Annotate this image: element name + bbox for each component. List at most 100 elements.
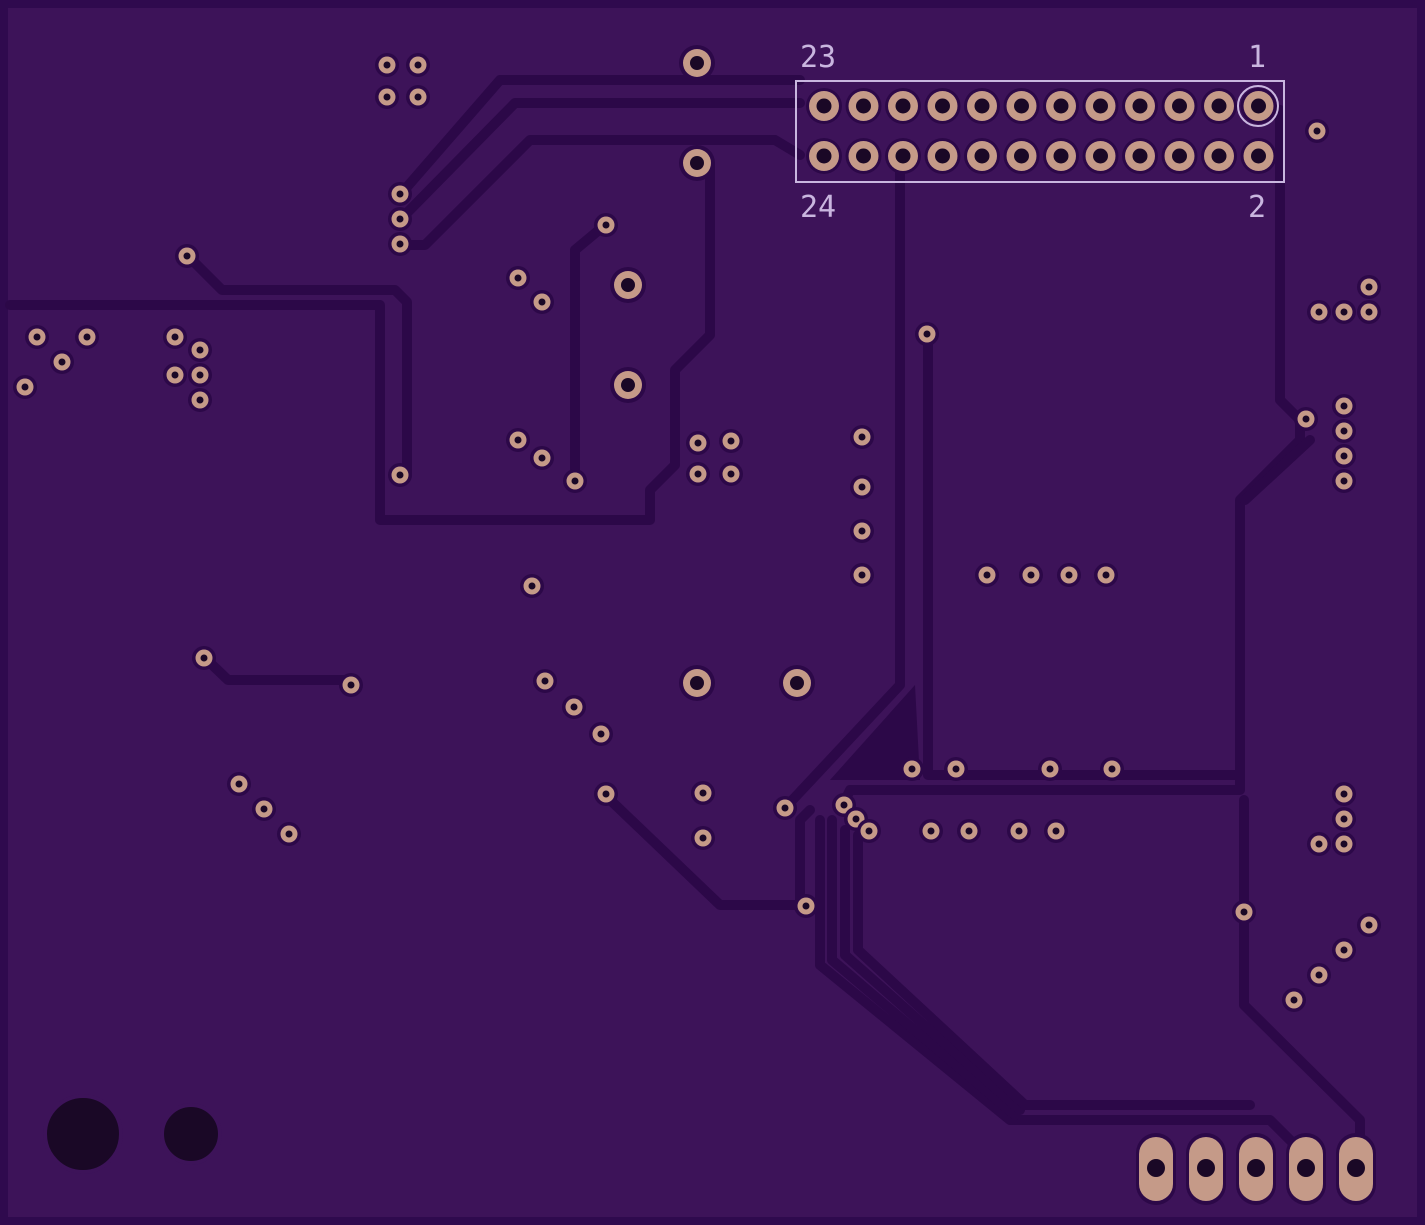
trace: [838, 100, 1305, 810]
via-hole: [1046, 765, 1054, 773]
connector-pad-group: [1136, 1133, 1376, 1205]
header-label-2: 2: [1248, 190, 1266, 225]
via-hole: [858, 433, 866, 441]
via-hole: [1065, 571, 1073, 579]
large-via-hole: [690, 676, 704, 690]
via-hole: [1240, 908, 1248, 916]
trace: [1240, 435, 1315, 505]
header-pin-hole: [1211, 98, 1227, 114]
connector-pad-hole: [1247, 1159, 1265, 1177]
via-hole: [1027, 571, 1035, 579]
via-hole: [781, 804, 789, 812]
trace: [600, 790, 810, 910]
via-hole: [541, 677, 549, 685]
via-hole: [852, 815, 860, 823]
trace: [853, 830, 1255, 1110]
header-pin-hole: [895, 98, 911, 114]
via-hole: [196, 346, 204, 354]
mounting-holes: [43, 1094, 222, 1174]
via-hole: [727, 437, 735, 445]
mounting-hole-small: [160, 1103, 222, 1165]
via-hole: [983, 571, 991, 579]
via-hole: [528, 582, 536, 590]
large-via-hole: [621, 278, 635, 292]
header-pin-hole: [1251, 98, 1266, 114]
via-hole: [383, 61, 391, 69]
via-hole: [1340, 308, 1348, 316]
via-hole: [1015, 827, 1023, 835]
via-hole: [171, 371, 179, 379]
via-hole: [1340, 790, 1348, 798]
header-pin-hole: [1093, 98, 1108, 114]
via-hole: [514, 274, 522, 282]
connector-pad-hole: [1147, 1159, 1165, 1177]
large-via-group: [610, 45, 815, 701]
large-via-hole: [621, 378, 635, 392]
header-label-24: 24: [800, 190, 836, 225]
via-hole: [1340, 840, 1348, 848]
via-hole: [1313, 127, 1321, 135]
header-pin-hole: [1251, 148, 1266, 164]
via-hole: [858, 483, 866, 491]
via-hole: [1365, 308, 1373, 316]
connector-pad-hole: [1197, 1159, 1215, 1177]
via-hole: [171, 333, 179, 341]
via-hole: [571, 477, 579, 485]
via-hole: [952, 765, 960, 773]
header-label-23: 23: [800, 40, 836, 75]
via-hole: [396, 215, 404, 223]
via-hole: [347, 681, 355, 689]
via-hole: [1340, 427, 1348, 435]
via-hole: [908, 765, 916, 773]
via-hole: [1290, 996, 1298, 1004]
trace: [780, 150, 905, 813]
via-hole: [1340, 946, 1348, 954]
via-hole: [840, 801, 848, 809]
via-hole: [1340, 815, 1348, 823]
header-pin-hole: [1014, 98, 1029, 114]
via-hole: [196, 396, 204, 404]
connector-pad-hole: [1347, 1159, 1365, 1177]
header-silkscreen-outline: [795, 80, 1285, 183]
header-pin-hole: [1014, 148, 1029, 164]
header-pin-hole: [1132, 98, 1148, 114]
via-hole: [414, 61, 422, 69]
via-hole: [597, 730, 605, 738]
via-hole: [285, 830, 293, 838]
via-hole: [1315, 971, 1323, 979]
via-hole: [570, 703, 578, 711]
trace: [795, 805, 815, 910]
header-pin-hole: [974, 98, 990, 114]
via-hole: [858, 527, 866, 535]
header-pin-hole: [974, 148, 990, 164]
via-hole: [514, 436, 522, 444]
header-pin-hole: [816, 98, 832, 114]
via-hole: [1302, 415, 1310, 423]
via-hole: [923, 330, 931, 338]
header-pin-hole: [1211, 148, 1227, 164]
copper-pour: [830, 685, 920, 780]
via-hole: [699, 789, 707, 797]
header-pin-hole: [1172, 148, 1187, 164]
via-hole: [1315, 308, 1323, 316]
trace: [395, 98, 805, 225]
via-hole: [58, 358, 66, 366]
large-via-hole: [790, 676, 804, 690]
via-hole: [183, 252, 191, 260]
pin1-marker: [1237, 85, 1279, 127]
via-hole: [1340, 452, 1348, 460]
header-pin-hole: [856, 148, 871, 164]
trace: [5, 160, 715, 525]
header-pin-hole: [1053, 98, 1069, 114]
trace: [840, 825, 1025, 1115]
via-hole: [235, 780, 243, 788]
via-hole: [383, 93, 391, 101]
header-pin-hole: [935, 148, 950, 164]
header-pin-hole: [935, 98, 950, 114]
large-via-hole: [690, 156, 704, 170]
via-hole: [927, 827, 935, 835]
via-hole: [260, 805, 268, 813]
via-hole: [602, 221, 610, 229]
via-hole: [1052, 827, 1060, 835]
